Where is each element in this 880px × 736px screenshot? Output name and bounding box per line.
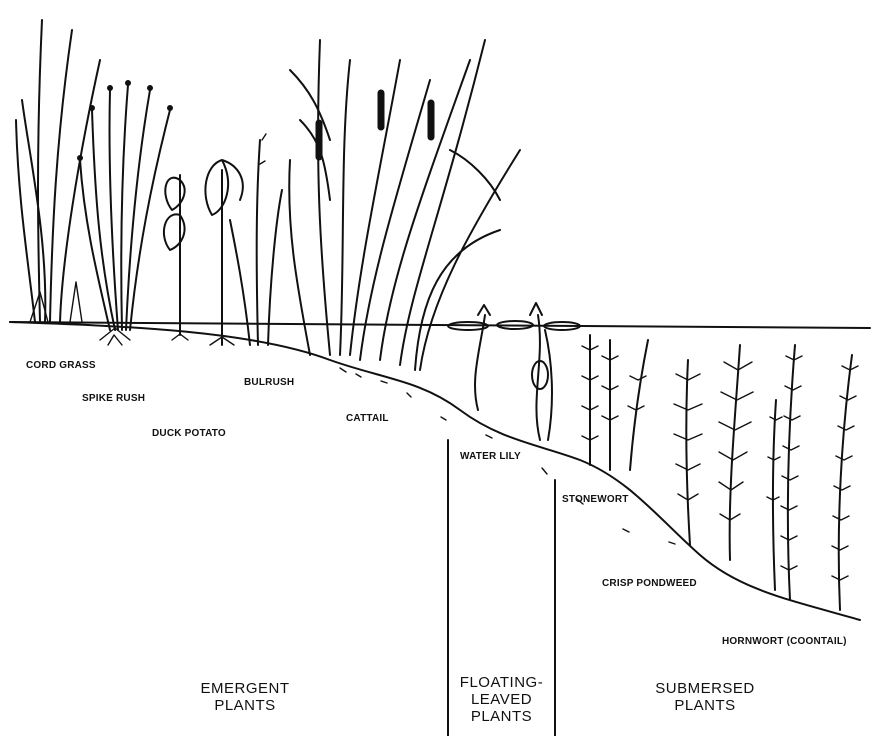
label-hornwort: HORNWORT (COONTAIL): [722, 636, 847, 647]
zone-label-submersed-line2: PLANTS: [630, 697, 780, 714]
zone-label-emergent: EMERGENT PLANTS: [170, 680, 320, 714]
label-cattail: CATTAIL: [346, 413, 389, 424]
label-duck-potato: DUCK POTATO: [152, 428, 226, 439]
zone-label-emergent-line1: EMERGENT: [170, 680, 320, 697]
label-spike-rush: SPIKE RUSH: [82, 393, 145, 404]
zone-label-floating-line1: FLOATING-: [449, 674, 554, 691]
label-bulrush: BULRUSH: [244, 377, 294, 388]
cattail-plant: [289, 40, 520, 370]
hornwort-plant: [767, 345, 858, 610]
label-cord-grass: CORD GRASS: [26, 360, 96, 371]
zone-label-emergent-line2: PLANTS: [170, 697, 320, 714]
bulrush-plant: [230, 134, 282, 345]
label-water-lily: WATER LILY: [460, 451, 521, 462]
zone-label-floating-leaved: FLOATING- LEAVED PLANTS: [449, 674, 554, 725]
spike-rush-plant: [78, 81, 173, 346]
zone-label-floating-line2: LEAVED: [449, 691, 554, 708]
crisp-pondweed-plant: [674, 345, 753, 560]
water-lily-plant: [448, 303, 580, 440]
zone-label-floating-line3: PLANTS: [449, 708, 554, 725]
label-stonewort: STONEWORT: [562, 494, 629, 505]
stonewort-plant: [582, 335, 648, 470]
zone-label-submersed: SUBMERSED PLANTS: [630, 680, 780, 714]
duck-potato-plant: [164, 160, 243, 345]
label-crisp-pondweed: CRISP PONDWEED: [602, 578, 697, 589]
cord-grass-plant: [16, 20, 100, 322]
zone-label-submersed-line1: SUBMERSED: [630, 680, 780, 697]
